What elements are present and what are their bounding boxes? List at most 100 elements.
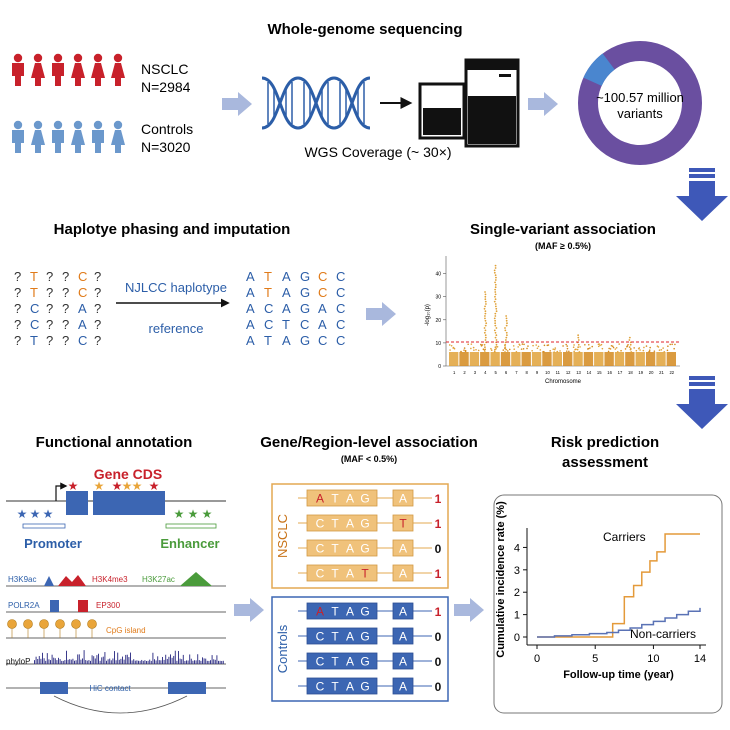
manhattan-point xyxy=(645,345,648,347)
manhattan-point xyxy=(577,334,580,337)
sequence-tail-base: A xyxy=(399,542,407,556)
phylop-bar xyxy=(83,650,85,664)
reference-label-2: reference xyxy=(149,321,204,336)
case-people-icon xyxy=(12,53,125,86)
manhattan-point xyxy=(494,293,497,296)
manhattan-xtick: 22 xyxy=(669,370,674,375)
tf-track: POLR2A EP300 xyxy=(6,600,226,613)
manhattan-xtick: 20 xyxy=(649,370,654,375)
manhattan-point xyxy=(535,344,537,346)
phasing-input-grid: ?T??C??T??C??C??A??C??A??T??C? xyxy=(14,269,101,348)
manhattan-point xyxy=(496,346,498,348)
manhattan-point xyxy=(643,346,645,349)
phasing-output-cell: C xyxy=(300,317,309,332)
manhattan-point xyxy=(494,264,497,267)
manhattan-xtick: 2 xyxy=(463,370,466,375)
manhattan-point xyxy=(506,322,508,325)
phylop-bar xyxy=(35,656,37,664)
manhattan-point xyxy=(565,350,568,352)
phylop-bar xyxy=(45,660,47,664)
phylop-bar xyxy=(94,658,96,664)
phasing-input-cell: C xyxy=(78,333,87,348)
manhattan-point xyxy=(635,349,638,352)
manhattan-point xyxy=(587,343,590,346)
flow-arrow-5 xyxy=(454,598,484,622)
wgs-title: Whole-genome sequencing xyxy=(267,21,462,38)
phylop-bar xyxy=(131,660,133,664)
manhattan-point xyxy=(628,336,631,339)
manhattan-point xyxy=(504,329,507,332)
sequence-base: C xyxy=(316,542,325,556)
manhattan-ytick: 10 xyxy=(435,341,441,347)
manhattan-point xyxy=(521,343,524,345)
phylop-bar xyxy=(104,652,106,664)
risk-ylabel: Cumulative incidence rate (%) xyxy=(495,501,507,658)
manhattan-point xyxy=(493,317,496,320)
manhattan-point xyxy=(504,339,507,341)
manhattan-point xyxy=(495,343,498,346)
burden-value: 1 xyxy=(435,517,442,531)
manhattan-chromosome-band xyxy=(480,352,490,366)
phylop-bar xyxy=(155,660,157,664)
manhattan-point xyxy=(504,351,506,353)
phylop-bar xyxy=(67,659,69,664)
phasing-output-cell: G xyxy=(300,285,310,300)
phylop-bar xyxy=(98,653,99,664)
manhattan-point xyxy=(495,307,498,310)
sequence-base: G xyxy=(360,680,369,694)
manhattan-chromosome-band xyxy=(614,352,625,366)
manhattan-xtick: 5 xyxy=(494,370,497,375)
sequence-box xyxy=(306,602,378,620)
phasing-input-cell: ? xyxy=(62,285,69,300)
manhattan-point xyxy=(485,303,487,305)
manhattan-point xyxy=(494,346,497,349)
sequence-base: C xyxy=(316,655,325,669)
manhattan-point xyxy=(624,348,627,350)
manhattan-point xyxy=(553,351,555,353)
flow-arrow-4 xyxy=(234,598,264,622)
manhattan-point xyxy=(628,339,631,341)
manhattan-point xyxy=(494,305,497,308)
manhattan-point xyxy=(553,348,556,351)
phasing-output-cell: A xyxy=(282,269,291,284)
burden-value: 0 xyxy=(435,630,442,644)
single-variant-subtitle: (MAF ≥ 0.5%) xyxy=(535,241,591,251)
manhattan-point xyxy=(484,317,486,320)
phylop-bar xyxy=(144,660,146,664)
phasing-output-cell: T xyxy=(282,317,290,332)
phylop-bar xyxy=(46,653,48,664)
manhattan-point xyxy=(494,319,497,322)
phylop-bar xyxy=(176,660,178,664)
promoter-stars-icon: ★★★ xyxy=(17,507,54,521)
phasing-input-cell: C xyxy=(30,317,39,332)
manhattan-point xyxy=(559,350,561,352)
manhattan-point xyxy=(532,344,534,347)
manhattan-point xyxy=(504,343,507,346)
risk-ytick-label: 4 xyxy=(514,542,520,554)
manhattan-point xyxy=(484,319,487,322)
manhattan-point xyxy=(494,315,497,317)
phylop-bar xyxy=(48,659,50,664)
sequence-base: A xyxy=(346,655,354,669)
phylop-bar xyxy=(38,656,40,664)
manhattan-point xyxy=(494,303,497,305)
phylop-bar xyxy=(141,659,143,664)
manhattan-point xyxy=(475,348,477,351)
phylop-bar xyxy=(160,660,162,664)
manhattan-point xyxy=(494,295,496,298)
manhattan-xtick: 3 xyxy=(474,370,477,375)
phylop-bar xyxy=(139,660,141,664)
manhattan-point xyxy=(660,348,663,351)
phasing-input-cell: T xyxy=(30,333,38,348)
manhattan-point xyxy=(463,349,465,351)
manhattan-point xyxy=(484,346,486,349)
phylop-bar xyxy=(179,658,181,664)
phasing-input-cell: ? xyxy=(14,317,21,332)
manhattan-chromosome-band xyxy=(625,352,635,366)
down-arrow-2 xyxy=(676,376,728,429)
phylop-bar xyxy=(162,656,163,664)
manhattan-point xyxy=(490,349,493,352)
risk-ytick-label: 3 xyxy=(514,565,520,577)
